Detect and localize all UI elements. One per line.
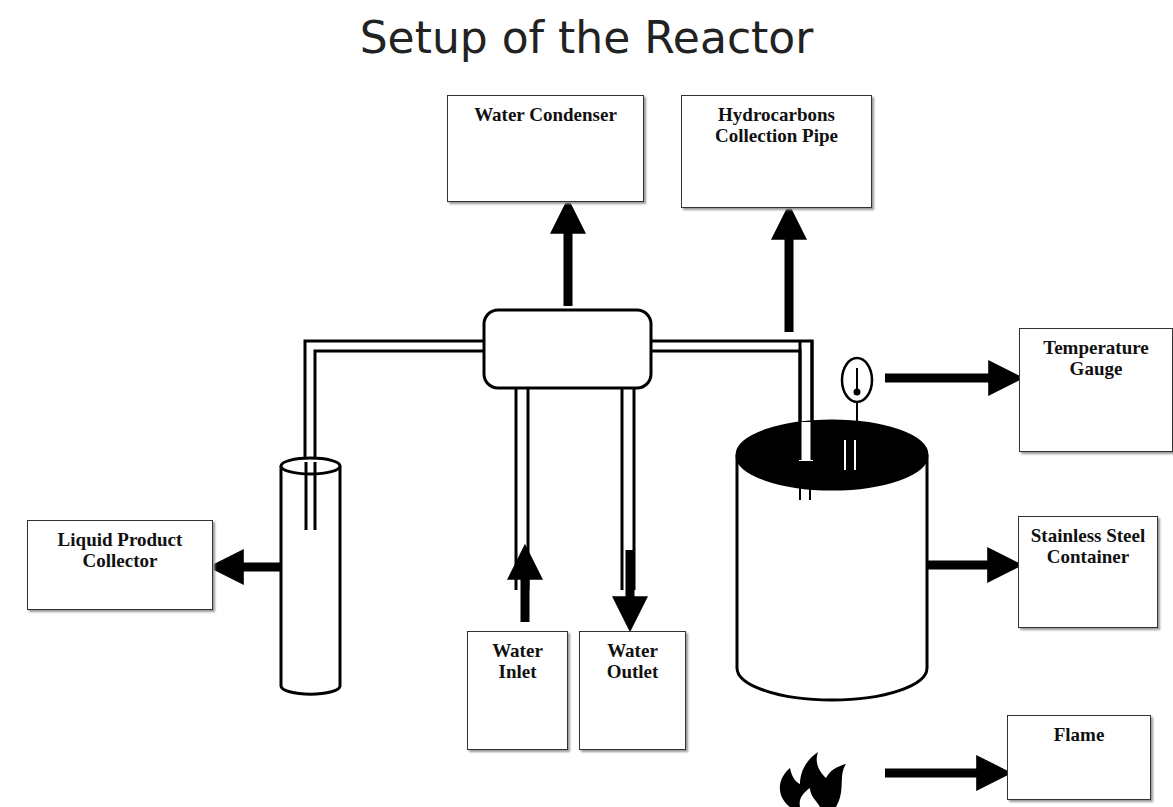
label-box: Hydrocarbons Collection Pipe: [681, 95, 872, 208]
label-box: Water Condenser: [447, 95, 644, 202]
diagram-title: Setup of the Reactor: [0, 12, 1173, 63]
label-box: Water Inlet: [467, 631, 568, 750]
label-text: Water Outlet: [580, 632, 685, 682]
label-text: Flame: [1008, 716, 1150, 745]
label-box: Liquid Product Collector: [27, 520, 213, 610]
label-text: Water Inlet: [468, 632, 567, 682]
label-text: Hydrocarbons Collection Pipe: [682, 96, 871, 146]
label-text: Stainless Steel Container: [1019, 517, 1157, 567]
label-box: Temperature Gauge: [1019, 328, 1173, 452]
label-text: Water Condenser: [448, 96, 643, 125]
label-box: Stainless Steel Container: [1018, 516, 1158, 628]
label-box: Flame: [1007, 715, 1151, 800]
label-text: Temperature Gauge: [1020, 329, 1172, 379]
label-box: Water Outlet: [579, 631, 686, 750]
label-text: Liquid Product Collector: [28, 521, 212, 571]
